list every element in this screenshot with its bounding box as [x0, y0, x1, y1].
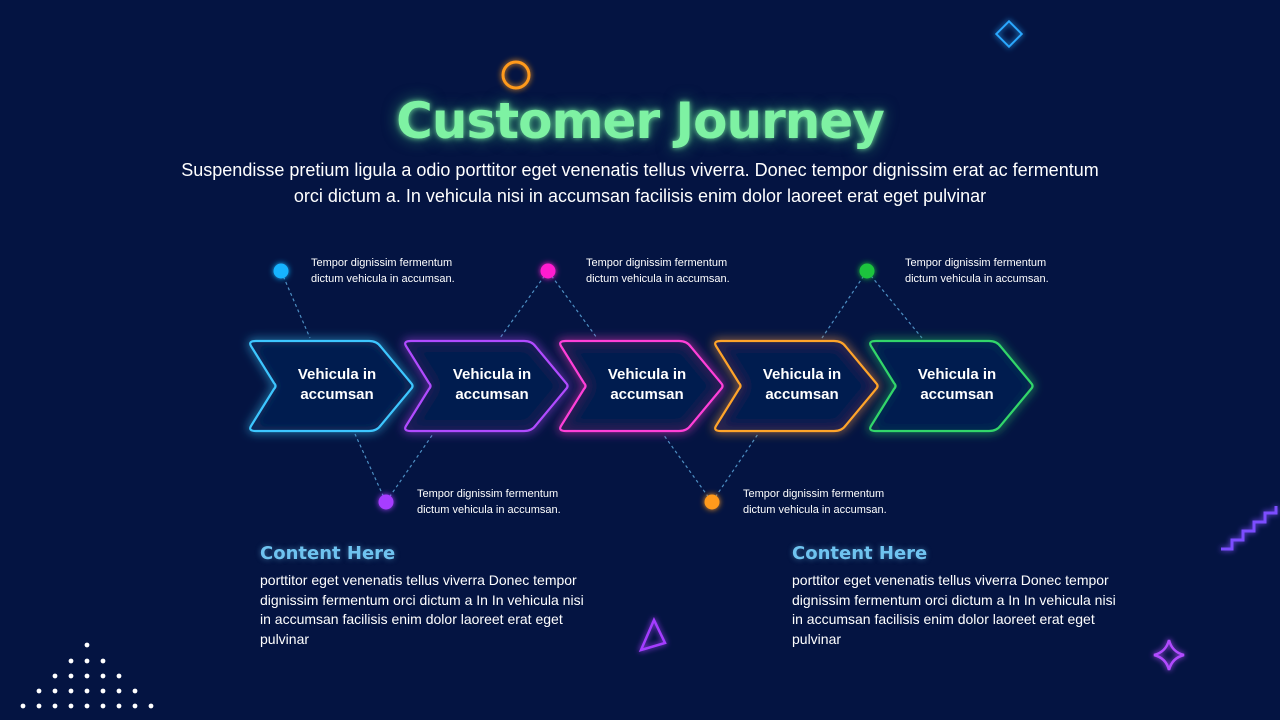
- note-dot-1: [273, 263, 289, 279]
- decor-diamond-icon: [994, 19, 1024, 49]
- decor-dot: [52, 703, 58, 709]
- note-dot-5: [859, 263, 875, 279]
- note-dots: [273, 263, 875, 510]
- chevron-step-3: [559, 339, 724, 433]
- decor-triangle-icon: [638, 616, 667, 652]
- decor-dot: [100, 688, 106, 694]
- decor-dot: [68, 703, 74, 709]
- connector-line: [866, 270, 923, 339]
- decor-dot: [52, 688, 58, 694]
- decor-dot: [148, 703, 154, 709]
- decor-dot: [84, 703, 90, 709]
- note-dot-3: [540, 263, 556, 279]
- content-title-right: Content Here: [792, 543, 928, 564]
- content-body-left: porttitor eget venenatis tellus viverra …: [260, 572, 584, 647]
- chevron-step-2: [404, 339, 569, 433]
- page-subtitle: Suspendisse pretium ligula a odio portti…: [181, 160, 1099, 206]
- decor-dot: [84, 658, 90, 664]
- decor-dot: [132, 688, 138, 694]
- content-body-right: porttitor eget venenatis tellus viverra …: [792, 572, 1116, 647]
- connector-line: [547, 270, 598, 339]
- decor-dot: [116, 673, 122, 679]
- decor-dot: [36, 688, 42, 694]
- connector-line: [821, 270, 868, 339]
- decor-dot: [68, 658, 74, 664]
- chevron-step-5: [869, 339, 1034, 433]
- connector-line: [385, 433, 434, 503]
- step-label-4: Vehicula in accumsan: [762, 366, 842, 403]
- decor-ring-icon: [501, 60, 531, 90]
- decor-dot: [52, 673, 58, 679]
- connector-line: [280, 270, 311, 339]
- decor-dot: [20, 703, 26, 709]
- step-label-1: Vehicula in accumsan: [297, 366, 377, 403]
- decor-dot: [84, 688, 90, 694]
- note-3: Tempor dignissim fermentum dictum vehicu…: [586, 257, 730, 285]
- connector-line: [711, 433, 759, 503]
- note-2: Tempor dignissim fermentum dictum vehicu…: [417, 488, 561, 516]
- decor-dot: [100, 658, 106, 664]
- connector-line: [499, 270, 549, 339]
- chevron-step-1: [249, 339, 414, 433]
- connector-lines: [280, 270, 923, 503]
- note-4: Tempor dignissim fermentum dictum vehicu…: [743, 488, 887, 516]
- note-dot-2: [378, 494, 394, 510]
- connector-line: [354, 433, 387, 503]
- decor-dot: [100, 703, 106, 709]
- page-title: Customer Journey: [396, 92, 885, 150]
- decor-sparkle-icon: [1153, 639, 1185, 671]
- chevron-steps: [249, 339, 1034, 433]
- decor-dot: [68, 673, 74, 679]
- step-label-5: Vehicula in accumsan: [917, 366, 997, 403]
- decor-dot: [116, 703, 122, 709]
- step-label-3: Vehicula in accumsan: [607, 366, 687, 403]
- note-dot-4: [704, 494, 720, 510]
- step-label-2: Vehicula in accumsan: [452, 366, 532, 403]
- decor-dot: [84, 642, 90, 648]
- decor-dot: [84, 673, 90, 679]
- chevron-step-4: [714, 339, 879, 433]
- decor-dot: [132, 703, 138, 709]
- decor-dot: [68, 688, 74, 694]
- decor-dot: [116, 688, 122, 694]
- connector-line: [662, 433, 713, 503]
- note-5: Tempor dignissim fermentum dictum vehicu…: [905, 257, 1049, 285]
- note-1: Tempor dignissim fermentum dictum vehicu…: [311, 257, 455, 285]
- decor-dot-grid: [20, 642, 154, 709]
- decor-stairs-icon: [1221, 506, 1278, 551]
- content-title-left: Content Here: [260, 543, 396, 564]
- decor-dot: [100, 673, 106, 679]
- decor-dot: [36, 703, 42, 709]
